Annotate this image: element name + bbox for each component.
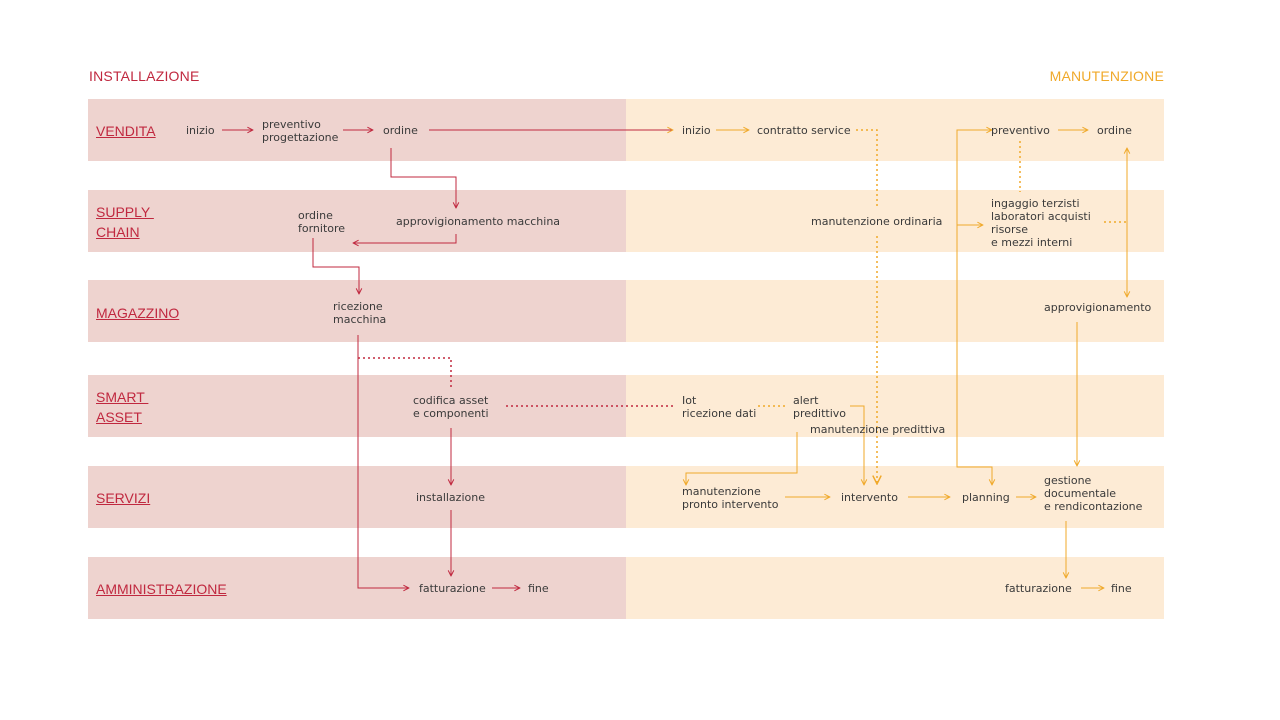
node-fine-manutenzione: fine (1111, 582, 1132, 595)
node-ordine-manutenzione: ordine (1097, 124, 1132, 137)
arrow-approvigionamento-ordine-fornitore (353, 234, 457, 243)
node-manutenzione-predittiva: manutenzione predittiva (810, 423, 946, 436)
node-planning: planning (962, 491, 1010, 504)
node-preventivo-manutenzione: preventivo (991, 124, 1050, 137)
arrow-predittiva-pronto-intervento (686, 432, 798, 485)
node-ricezione-macchina: ricezione macchina (333, 300, 387, 326)
node-alert-predittivo: alert predittivo (793, 394, 846, 420)
lane-label-vendita[interactable]: VENDITA (96, 123, 156, 139)
lane-magazzino-manutenzione (626, 280, 1164, 342)
lane-label-supply-chain[interactable]: SUPPLY CHAIN (96, 204, 150, 240)
node-gestione-documentale: gestione documentale e rendicontazione (1044, 474, 1143, 513)
dotted-ricezione-codifica (358, 357, 452, 387)
arrow-ordine-approvigionamento (390, 148, 456, 208)
lane-smart-asset-manutenzione (626, 375, 1164, 437)
lane-label-amministrazione[interactable]: AMMINISTRAZIONE (96, 581, 227, 597)
node-approvigionamento: approvigionamento (1044, 301, 1152, 314)
node-fatturazione-manutenzione: fatturazione (1005, 582, 1072, 595)
node-manutenzione-pronto-intervento: manutenzione pronto intervento (682, 485, 779, 511)
node-codifica-asset: codifica asset e componenti (413, 394, 489, 420)
node-intervento: intervento (841, 491, 898, 504)
node-ordine-installazione: ordine (383, 124, 418, 137)
node-fatturazione-installazione: fatturazione (419, 582, 486, 595)
arrow-alert-intervento (850, 405, 864, 485)
lane-servizi-installazione (88, 466, 626, 528)
dotted-contratto-ordinaria (856, 129, 878, 207)
node-approvigionamento-macchina: approvigionamento macchina (396, 215, 561, 228)
node-installazione: installazione (416, 491, 485, 504)
lane-amministrazione-installazione (88, 557, 626, 619)
lane-label-magazzino[interactable]: MAGAZZINO (96, 305, 180, 321)
lane-amministrazione-manutenzione (626, 557, 1164, 619)
node-contratto-service: contratto service (757, 124, 851, 137)
manutenzione-header: MANUTENZIONE (1049, 68, 1164, 84)
node-inizio-manutenzione: inizio (682, 124, 711, 137)
lane-supply-manutenzione (626, 190, 1164, 252)
arrow-preventivo-planning (956, 130, 992, 485)
arrow-fornitore-ricezione (312, 238, 359, 294)
lane-label-smart-asset[interactable]: SMART ASSET (96, 389, 145, 425)
node-inizio-installazione: inizio (186, 124, 215, 137)
installazione-header: INSTALLAZIONE (89, 68, 200, 84)
node-iot-ricezione-dati: Iot ricezione dati (682, 394, 757, 420)
lane-servizi-manutenzione (626, 466, 1164, 528)
node-fine-installazione: fine (528, 582, 549, 595)
node-ordine-fornitore: ordine fornitore (298, 209, 346, 235)
node-manutenzione-ordinaria: manutenzione ordinaria (811, 215, 943, 228)
lane-label-servizi[interactable]: SERVIZI (96, 490, 151, 506)
arrow-ricezione-fatturazione (357, 335, 409, 588)
node-ingaggio-terzisti: ingaggio terzisti laboratori acquisti ri… (991, 197, 1091, 249)
node-preventivo-progettazione: preventivo progettazione (262, 118, 339, 144)
